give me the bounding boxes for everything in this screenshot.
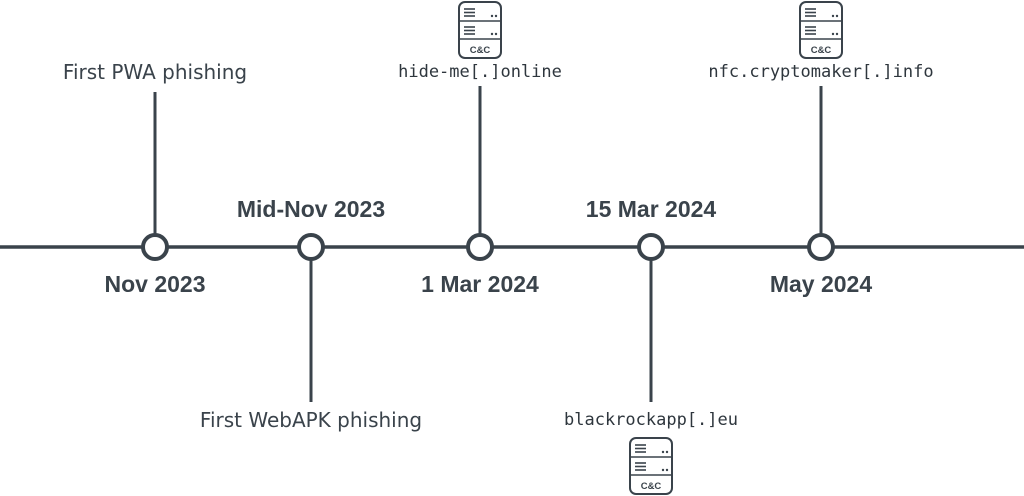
- domain-label-15-mar-2024: blackrockapp[.]eu: [564, 410, 738, 430]
- server-icon: C&C: [629, 437, 673, 495]
- server-label: C&C: [811, 45, 832, 56]
- date-label-mid-nov-2023: Mid-Nov 2023: [236, 196, 386, 222]
- date-label-1-mar-2024: 1 Mar 2024: [421, 271, 539, 297]
- domain-label-1-mar-2024: hide-me[.]online: [398, 62, 562, 82]
- date-label-nov-2023: Nov 2023: [104, 271, 206, 297]
- event-label-nov-2023: First PWA phishing: [62, 60, 248, 84]
- date-label-15-mar-2024: 15 Mar 2024: [585, 196, 717, 222]
- server-label: C&C: [641, 481, 662, 492]
- node-mid-nov-2023: [297, 233, 325, 261]
- node-nov-2023: [141, 233, 169, 261]
- node-may-2024: [807, 233, 835, 261]
- server-icon: C&C: [458, 1, 502, 59]
- event-label-mid-nov-2023: First WebAPK phishing: [199, 408, 423, 432]
- server-label: C&C: [470, 45, 491, 56]
- domain-label-may-2024: nfc.cryptomaker[.]info: [708, 62, 934, 82]
- date-label-may-2024: May 2024: [769, 271, 873, 297]
- node-15-mar-2024: [637, 233, 665, 261]
- node-1-mar-2024: [466, 233, 494, 261]
- server-icon: C&C: [799, 1, 843, 59]
